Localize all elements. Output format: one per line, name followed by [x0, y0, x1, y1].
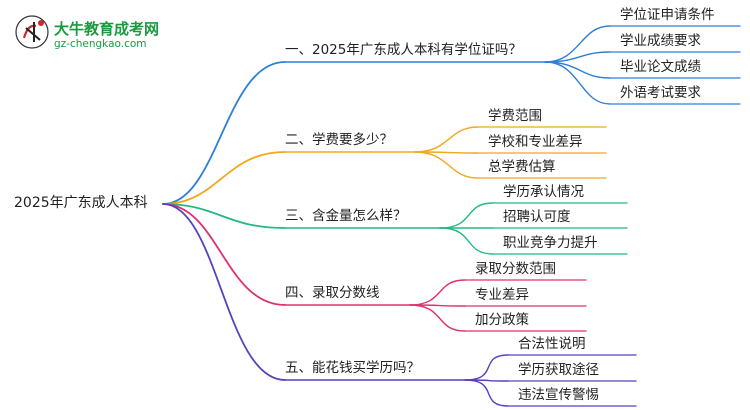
leaf-node: 学业成绩要求 — [620, 33, 701, 49]
leaf-connector — [414, 126, 479, 153]
branch-connector — [162, 151, 286, 205]
leaf-connector — [464, 379, 509, 407]
leaf-node: 加分政策 — [475, 312, 529, 328]
leaf-connector — [464, 354, 509, 381]
leaf-connector — [439, 227, 494, 255]
leaf-node: 职业竞争力提升 — [503, 235, 598, 251]
logo-url: gz-chengkao.com — [54, 38, 147, 50]
leaf-node: 合法性说明 — [518, 336, 586, 352]
branch-node: 四、录取分数线 — [285, 285, 380, 301]
leaf-node: 招聘认可度 — [503, 209, 571, 225]
site-logo[interactable]: 大牛教育成考网 gz-chengkao.com — [14, 14, 179, 56]
leaf-node: 录取分数范围 — [475, 261, 556, 277]
leaf-connector — [544, 61, 611, 105]
branch-node: 三、含金量怎么样？ — [285, 208, 407, 224]
logo-mark-icon — [15, 15, 49, 49]
leaf-node: 学费范围 — [488, 108, 542, 124]
branch-connector — [162, 203, 286, 229]
leaf-connector — [439, 202, 494, 229]
branch-node: 二、学费要多少？ — [285, 132, 393, 148]
leaf-connector — [464, 379, 509, 382]
leaf-connector — [544, 61, 611, 79]
leaf-node: 外语考试要求 — [620, 85, 701, 101]
branch-node: 五、能花钱买学历吗？ — [285, 360, 420, 376]
leaf-connector — [544, 25, 611, 63]
branch-connector — [162, 203, 286, 381]
leaf-node: 毕业论文成绩 — [620, 59, 701, 75]
branch-connector — [162, 61, 286, 205]
root-node: 2025年广东成人本科 — [14, 195, 148, 211]
leaf-node: 专业差异 — [475, 287, 529, 303]
leaf-connector — [414, 151, 479, 179]
leaf-node: 违法宣传警惕 — [518, 387, 599, 403]
logo-title: 大牛教育成考网 — [54, 20, 160, 38]
branch-node: 一、2025年广东成人本科有学位证吗？ — [285, 42, 522, 58]
leaf-connector — [409, 279, 466, 306]
leaf-node: 总学费估算 — [488, 159, 556, 175]
leaf-node: 学历承认情况 — [503, 184, 584, 200]
branch-connector — [162, 203, 286, 306]
leaf-connector — [409, 304, 466, 332]
leaf-node: 学历获取途径 — [518, 362, 599, 378]
leaf-node: 学校和专业差异 — [488, 134, 583, 150]
leaf-node: 学位证申请条件 — [620, 7, 715, 23]
